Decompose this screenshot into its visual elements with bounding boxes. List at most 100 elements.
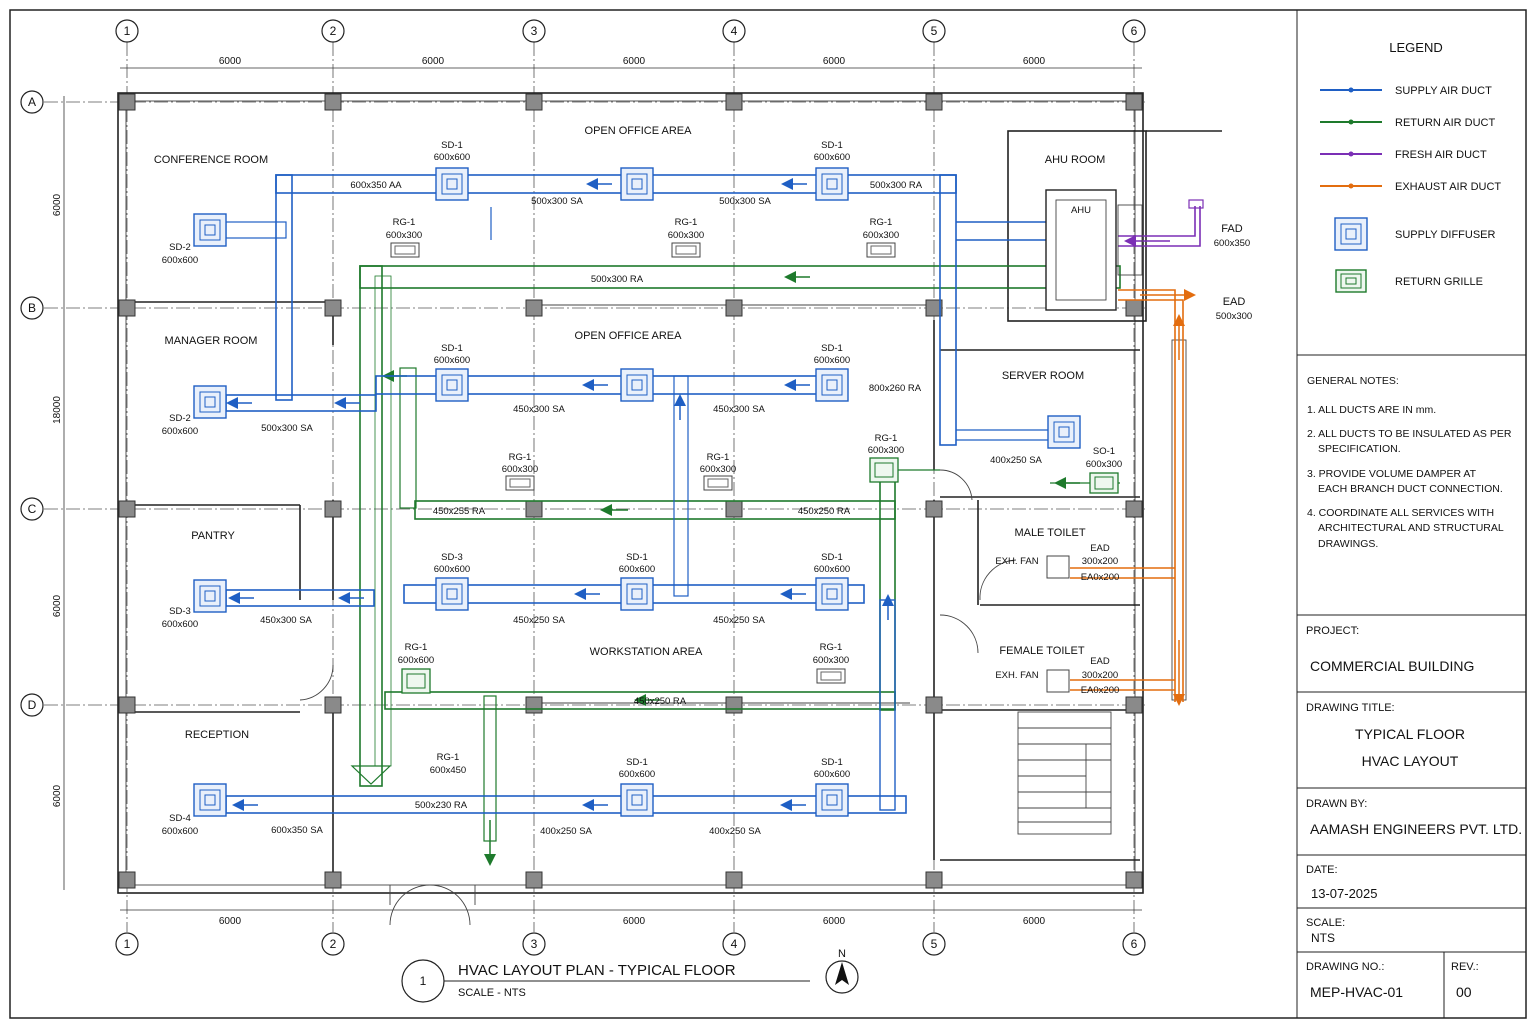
supply-diffusers: [193, 167, 1081, 817]
svg-text:RG-1: RG-1: [707, 452, 730, 463]
supply-diffuser: [193, 213, 227, 247]
svg-text:450x300 SA: 450x300 SA: [713, 404, 765, 415]
exhaust-fan-icon: [1046, 555, 1070, 579]
grid-bubble-col-4-bottom: 4: [722, 932, 746, 956]
svg-text:C: C: [28, 502, 37, 516]
svg-text:2: 2: [330, 24, 337, 38]
supply-diffuser: [193, 385, 227, 419]
svg-text:DRAWINGS.: DRAWINGS.: [1318, 538, 1378, 550]
svg-text:1: 1: [124, 937, 131, 951]
supply-diffuser: [815, 577, 849, 611]
legend-exhaust-label: EXHAUST AIR DUCT: [1395, 181, 1501, 193]
grid-bubble-row-a: A: [20, 90, 44, 114]
room-ahu-label: AHU ROOM: [1045, 154, 1106, 166]
svg-text:SD-2: SD-2: [169, 242, 191, 253]
svg-text:450x300 SA: 450x300 SA: [513, 404, 565, 415]
svg-text:450x300 SA: 450x300 SA: [260, 615, 312, 626]
room-open-office-2-label: OPEN OFFICE AREA: [575, 330, 683, 342]
supply-diffuser: [620, 577, 654, 611]
dim-top-5: 6000: [1023, 56, 1046, 67]
ahu-unit-label: AHU: [1071, 205, 1091, 216]
supply-diffuser: [815, 167, 849, 201]
ahu-unit: [1045, 189, 1143, 311]
svg-text:RG-1: RG-1: [393, 217, 416, 228]
svg-text:400x250 SA: 400x250 SA: [709, 826, 761, 837]
svg-text:600x600: 600x600: [814, 564, 850, 575]
svg-text:SD-2: SD-2: [169, 413, 191, 424]
svg-text:RG-1: RG-1: [675, 217, 698, 228]
svg-text:RG-1: RG-1: [405, 642, 428, 653]
dim-left-2: 18000: [52, 396, 63, 424]
svg-text:600x300: 600x300: [502, 464, 538, 475]
svg-text:SD-1: SD-1: [821, 140, 843, 151]
room-workstation-label: WORKSTATION AREA: [590, 646, 703, 658]
legend-grille-label: RETURN GRILLE: [1395, 276, 1483, 288]
grid-bubble-col-3-bottom: 3: [522, 932, 546, 956]
legend-diffuser-label: SUPPLY DIFFUSER: [1395, 229, 1496, 241]
svg-text:RG-1: RG-1: [870, 217, 893, 228]
rev-label: REV.:: [1451, 961, 1479, 973]
fad-size: 600x350: [1214, 238, 1250, 249]
legend-supply-label: SUPPLY AIR DUCT: [1395, 85, 1492, 97]
legend-supply-diffuser-icon: [1334, 217, 1368, 251]
grid-bubble-col-5-bottom: 5: [922, 932, 946, 956]
svg-text:600x600: 600x600: [434, 355, 470, 366]
supply-diffuser: [435, 167, 469, 201]
dim-top-1: 6000: [219, 56, 242, 67]
svg-text:3: 3: [531, 937, 538, 951]
dim-bottom-4: 6000: [823, 916, 846, 927]
dim-top-2: 6000: [422, 56, 445, 67]
drawn-by-label: DRAWN BY:: [1306, 798, 1367, 810]
dim-left-3: 6000: [52, 594, 63, 617]
svg-text:600x600: 600x600: [398, 655, 434, 666]
svg-text:600x300: 600x300: [668, 230, 704, 241]
supply-diffuser: [193, 579, 227, 613]
legend-return-grille-icon: [1335, 269, 1367, 293]
rev-value: 00: [1456, 984, 1472, 1000]
svg-text:500x300 SA: 500x300 SA: [261, 423, 313, 434]
dim-top-3: 6000: [623, 56, 646, 67]
svg-text:EXH. FAN: EXH. FAN: [995, 670, 1038, 681]
svg-text:6: 6: [1131, 937, 1138, 951]
svg-text:4: 4: [731, 937, 738, 951]
svg-text:600x300: 600x300: [1086, 459, 1122, 470]
title-block: PROJECT: COMMERCIAL BUILDING DRAWING TIT…: [1297, 614, 1526, 1018]
room-open-office-1-label: OPEN OFFICE AREA: [585, 125, 693, 137]
svg-text:N: N: [838, 948, 846, 960]
svg-text:6: 6: [1131, 24, 1138, 38]
supply-diffuser: [193, 783, 227, 817]
legend-fresh-label: FRESH AIR DUCT: [1395, 149, 1487, 161]
svg-text:500x300 SA: 500x300 SA: [531, 196, 583, 207]
room-server-label: SERVER ROOM: [1002, 370, 1084, 382]
date-value: 13-07-2025: [1311, 886, 1378, 901]
grid-bubble-row-c: C: [20, 497, 44, 521]
drawn-by-value: AAMASH ENGINEERS PVT. LTD.: [1310, 821, 1522, 837]
svg-text:EAD: EAD: [1090, 656, 1110, 667]
project-label: PROJECT:: [1306, 625, 1359, 637]
svg-text:EA0x200: EA0x200: [1081, 572, 1120, 583]
sheet-border: [9, 9, 1527, 1019]
svg-text:4. COORDINATE ALL SERVICES WIT: 4. COORDINATE ALL SERVICES WITH: [1307, 507, 1494, 519]
svg-text:500x300 SA: 500x300 SA: [719, 196, 771, 207]
scale-label: SCALE:: [1306, 917, 1345, 929]
drawing-title-label: DRAWING TITLE:: [1306, 702, 1395, 714]
supply-diffuser: [815, 783, 849, 817]
grid-bubble-row-d: D: [20, 693, 44, 717]
svg-text:D: D: [28, 698, 37, 712]
svg-text:600x350 AA: 600x350 AA: [350, 180, 402, 191]
svg-text:EA0x200: EA0x200: [1081, 685, 1120, 696]
dim-left-1: 6000: [52, 193, 63, 216]
date-label: DATE:: [1306, 864, 1338, 876]
duct-size-labels: 600x350 AA 500x300 SA 500x300 SA 500x300…: [260, 180, 1042, 837]
drawing-no-label: DRAWING NO.:: [1306, 961, 1384, 973]
grid-bubble-col-4-top: 4: [722, 19, 746, 43]
project-value: COMMERCIAL BUILDING: [1310, 658, 1474, 674]
svg-text:600x600: 600x600: [162, 619, 198, 630]
svg-text:RG-1: RG-1: [509, 452, 532, 463]
svg-text:1: 1: [124, 24, 131, 38]
supply-diffuser: [620, 783, 654, 817]
room-reception-label: RECEPTION: [185, 729, 249, 741]
